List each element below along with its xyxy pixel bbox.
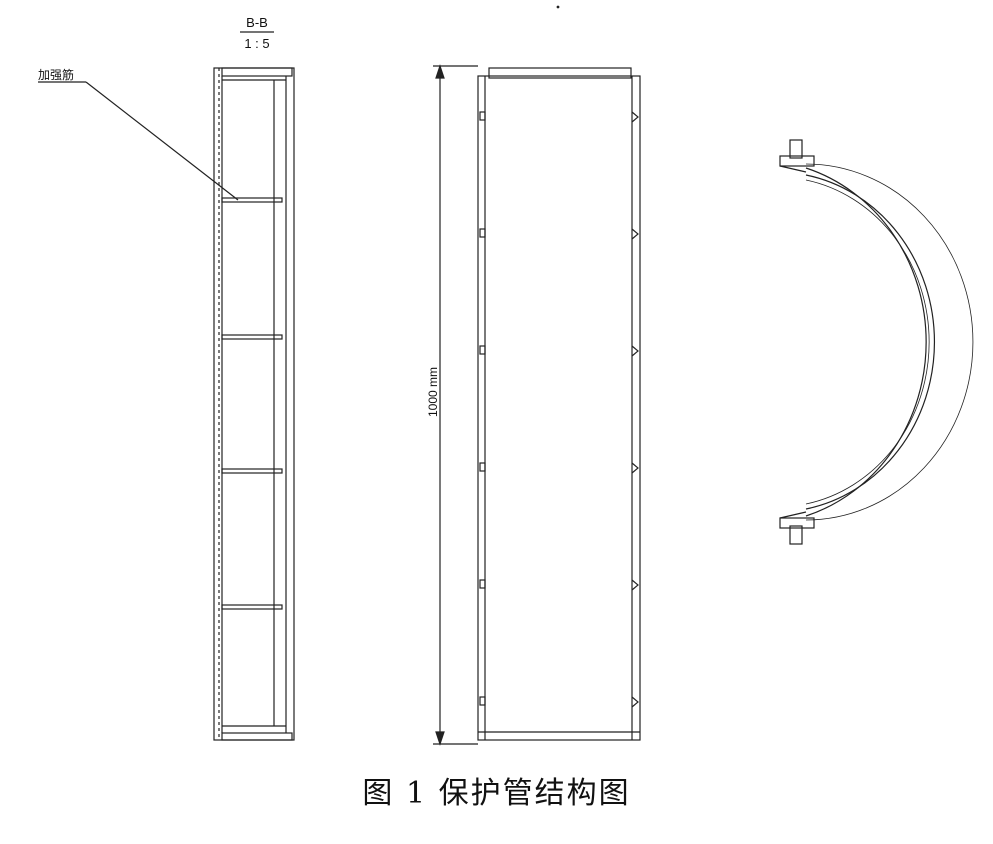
flange-base xyxy=(779,155,815,167)
ring-inner-arc-2 xyxy=(805,179,930,505)
weld-mark xyxy=(631,696,639,708)
half-ring-view xyxy=(779,139,974,545)
ring-outer-arc xyxy=(805,167,927,517)
ring-inner-arc xyxy=(805,174,936,510)
section-view xyxy=(213,67,295,741)
flange-tab xyxy=(789,525,803,545)
front-outer-outline xyxy=(477,75,641,741)
weld-mark xyxy=(631,228,639,240)
ring-outer-arc-2 xyxy=(805,163,974,521)
stray-dot xyxy=(556,5,560,9)
section-scale: 1 : 5 xyxy=(244,36,269,51)
bottom-flange xyxy=(779,511,815,545)
weld-mark xyxy=(479,228,486,238)
front-top-cap xyxy=(488,67,632,79)
dimension-arrow-top xyxy=(435,64,445,79)
stiffener-rib xyxy=(221,468,283,474)
weld-mark xyxy=(479,345,486,355)
section-outer-outline xyxy=(213,67,295,741)
weld-mark xyxy=(631,462,639,474)
stiffener-rib xyxy=(221,334,283,340)
weld-mark xyxy=(479,111,486,121)
right-weld-marks xyxy=(631,111,639,708)
weld-mark xyxy=(479,579,486,589)
stiffener-rib xyxy=(221,197,283,203)
weld-mark xyxy=(479,462,486,472)
weld-mark xyxy=(631,579,639,591)
flange-base xyxy=(779,517,815,529)
section-bottom-cap xyxy=(221,732,293,741)
callout-leader-line xyxy=(85,81,239,201)
top-flange xyxy=(779,139,815,173)
left-weld-marks xyxy=(479,111,486,706)
front-view xyxy=(477,67,641,741)
flange-tab xyxy=(789,139,803,159)
weld-mark xyxy=(631,111,639,123)
stiffener-rib xyxy=(221,604,283,610)
flange-edge xyxy=(779,165,807,173)
section-top-cap xyxy=(221,67,293,77)
weld-mark xyxy=(631,345,639,357)
weld-mark xyxy=(479,696,486,706)
callout-label: 加强筋 xyxy=(38,67,74,82)
section-name: B-B xyxy=(246,15,268,30)
figure-caption: 图 1 保护管结构图 xyxy=(362,776,631,811)
flange-edge xyxy=(779,511,807,519)
dimension-label: 1000 mm xyxy=(426,367,440,417)
height-dimension: 1000 mm xyxy=(426,64,478,746)
dimension-arrow-bottom xyxy=(435,731,445,746)
